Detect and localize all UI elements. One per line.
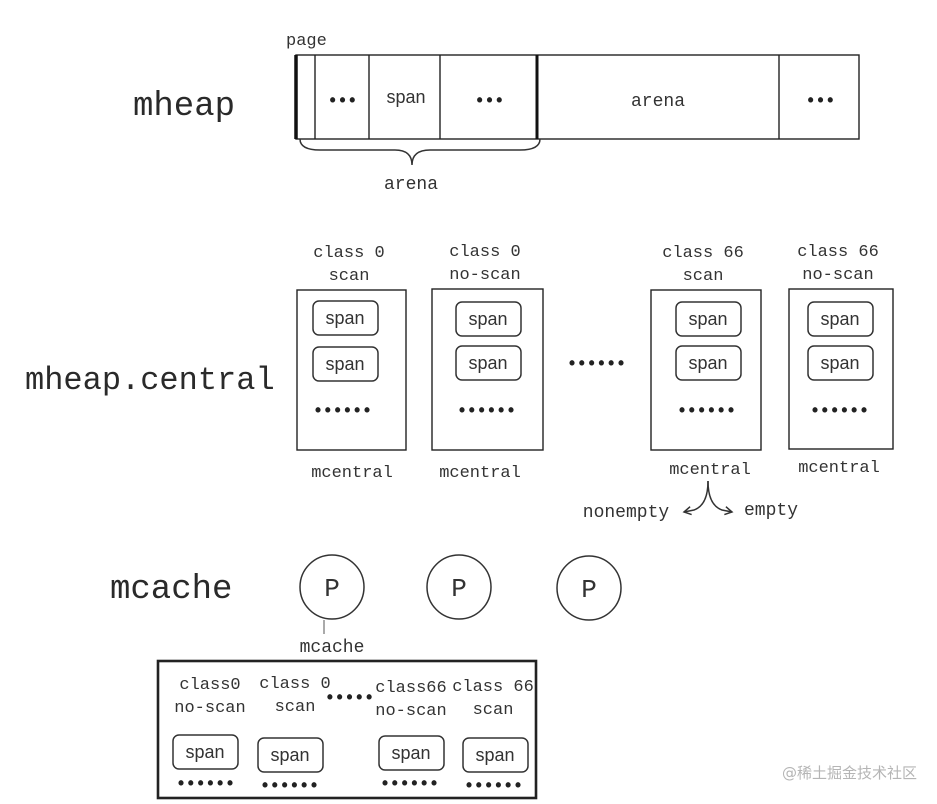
more-dots: •••••• [677,402,736,422]
class-label: class 66 [452,678,534,697]
mcache-class66-noscan: class66 no-scan span •••••• [375,679,446,795]
ellipsis-cell: ••• [474,92,503,112]
scan-label: no-scan [375,702,446,721]
span-block [312,300,379,336]
mcache-label: mcache [110,571,232,609]
ellipsis-cell: ••• [327,92,356,112]
ellipsis-cell: ••• [805,92,834,112]
mcentral-box [431,288,544,451]
mcentral-class66-scan: class 66 scan span span •••••• mcentral [650,244,762,480]
more-dots: •••••• [176,775,235,795]
empty-arrow [707,480,734,516]
processor-letter: P [451,574,467,604]
mcache-gap-dots: ••••• [324,689,373,709]
span-text: span [325,308,364,328]
mcentral-footer: mcentral [669,461,751,480]
processor-p-1: P [299,554,365,620]
processor-p-2: P [426,554,492,620]
span-text: span [270,745,309,765]
span-block [675,345,742,381]
span-block [257,737,324,773]
processor-circle [299,554,365,620]
mcentral-footer: mcentral [439,464,521,483]
span-block [807,301,874,337]
scan-label: scan [329,267,370,286]
span-block [807,345,874,381]
mcentral-box [788,288,894,450]
span-block [462,737,529,773]
mcentral-footer: mcentral [798,459,880,478]
mcentral-list-split: nonempty empty [583,480,798,523]
nonempty-label: nonempty [583,503,670,523]
processor-circle [426,554,492,620]
arena-cell: arena [631,92,685,112]
nonempty-arrow [682,480,709,516]
mheap-bar: ••• span ••• arena ••• [294,54,860,140]
arena-brace-label: arena [384,175,438,195]
span-text: span [185,742,224,762]
scan-label: scan [683,267,724,286]
mcache-box-title: mcache [300,638,365,658]
processor-p-3: P [556,555,622,621]
scan-label: no-scan [174,699,245,718]
span-block [455,345,522,381]
mcentral-footer: mcentral [311,464,393,483]
mcentral-class0-scan: class 0 scan span span •••••• mcentral [296,244,407,483]
span-text: span [468,353,507,373]
span-block [172,734,239,770]
more-dots: •••••• [810,402,869,422]
watermark-text: @稀土掘金技术社区 [782,764,917,782]
mcache-class66-scan: class 66 scan span •••••• [452,678,534,797]
span-block [312,346,379,382]
span-text: span [820,353,859,373]
span-cell: span [386,87,425,107]
mcentral-box [296,289,407,451]
span-block [378,735,445,771]
mheap-bar-outline [295,54,860,140]
mcache-class0-scan: class 0 scan span •••••• [257,675,331,797]
more-dots: •••••• [260,777,319,797]
mcache-class0-noscan: class0 no-scan span •••••• [172,676,246,795]
class-label: class 0 [313,244,384,263]
processor-letter: P [581,575,597,605]
page-label: page [286,32,327,51]
class-label: class 0 [449,243,520,262]
more-dots: •••••• [380,775,439,795]
mcentral-class0-noscan: class 0 no-scan span span •••••• mcentra… [431,243,544,483]
processor-letter: P [324,574,340,604]
class-label: class 66 [662,244,744,263]
scan-label: no-scan [802,266,873,285]
mheap-central-label: mheap.central [25,362,275,399]
span-text: span [820,309,859,329]
mheap-label: mheap [133,88,235,126]
span-text: span [468,309,507,329]
span-text: span [391,743,430,763]
class-label: class 66 [797,243,879,262]
arena-brace [299,138,541,166]
span-text: span [688,309,727,329]
scan-label: no-scan [449,266,520,285]
scan-label: scan [275,698,316,717]
mcache-box [156,659,538,800]
span-block [675,301,742,337]
scan-label: scan [473,701,514,720]
more-dots: •••••• [457,402,516,422]
mcentral-class66-noscan: class 66 no-scan span span •••••• mcentr… [788,243,894,478]
class-label: class66 [375,679,446,698]
class-label: class0 [179,676,240,695]
processor-circle [556,555,622,621]
more-dots: •••••• [313,402,372,422]
span-text: span [325,354,364,374]
mcentral-box [650,289,762,451]
span-text: span [688,353,727,373]
span-text: span [475,745,514,765]
span-block [455,301,522,337]
empty-label: empty [744,501,798,521]
more-dots: •••••• [464,777,523,797]
class-label: class 0 [259,675,330,694]
central-gap-dots: •••••• [567,355,626,375]
